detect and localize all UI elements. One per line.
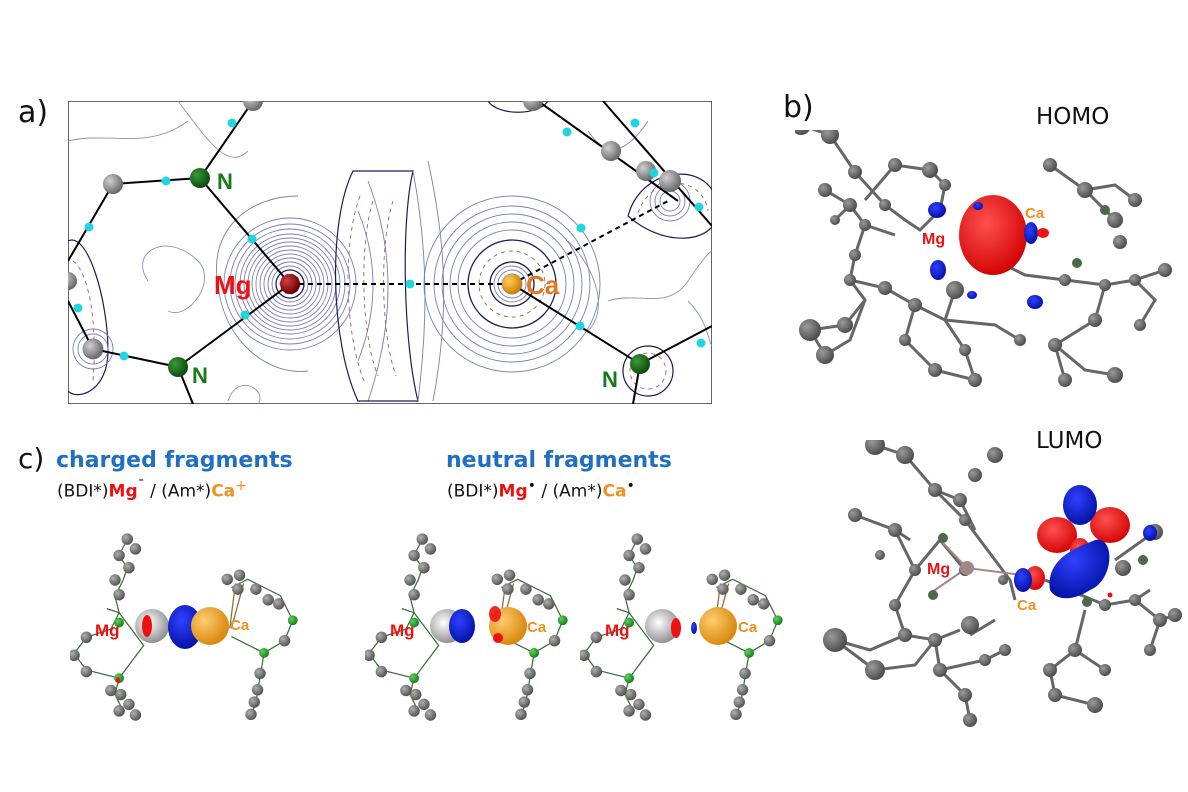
charged-fragments-formula: (BDI*)Mg¯ / (Am*)Ca+: [57, 478, 247, 502]
n-label-bottom-left: N: [192, 363, 208, 388]
homo-orbital-model: Mg Ca: [795, 130, 1172, 387]
lumo-orbital-model: Mg Ca: [823, 440, 1182, 727]
charged-formula-mg-charge: ¯: [137, 478, 145, 494]
homo-mg-label: Mg: [922, 231, 945, 248]
panel-a-label: a): [18, 95, 49, 130]
charged-formula-ca-charge: +: [235, 478, 248, 494]
neutral-formula-mg-radical: •: [527, 478, 536, 494]
neutral2-mg-atom: [645, 609, 679, 643]
charged-am-ligand: [220, 568, 299, 721]
panel-c-label: c): [18, 442, 45, 475]
neutral1-am-ligand: [490, 568, 569, 721]
charged-ca-label: Ca: [230, 617, 250, 634]
lumo-negative-lobes: [1014, 485, 1157, 599]
negative-laplacian-lobe: [347, 195, 397, 382]
homo-negative-lobes: [928, 202, 1043, 309]
charged-formula-ca: Ca: [211, 481, 236, 502]
charged-bonding-lobe: [168, 605, 202, 649]
n-atom-top: [190, 168, 210, 188]
homo-nitrogen-atoms: [1072, 205, 1110, 268]
mg-atom: [280, 274, 300, 294]
neutral2-ca-label: Ca: [738, 619, 758, 636]
lumo-tiny-lobe: [1107, 592, 1113, 598]
charged-fragments-title: charged fragments: [56, 448, 293, 473]
neutral-fragments-title: neutral fragments: [446, 448, 672, 473]
n-atom-bottom-right: [630, 354, 650, 374]
mg-label: Mg: [214, 270, 252, 300]
lumo-ca-label: Ca: [1017, 597, 1037, 614]
neutral-formula-bdi: (BDI*): [447, 481, 499, 502]
neutral-formula-am: / (Am*): [535, 481, 603, 502]
charged-formula-mg: Mg: [108, 481, 138, 502]
neutral1-ca-lobe-bottom: [493, 633, 503, 643]
homo-title: HOMO: [1036, 104, 1110, 130]
n-label-top: N: [217, 169, 233, 194]
neutral2-ca-lobe: [691, 622, 697, 634]
lumo-title: LUMO: [1036, 428, 1103, 454]
bond-critical-points: [73, 118, 706, 361]
neutral-fragments-model-1: Mg Ca: [365, 532, 569, 722]
neutral2-ca-atom: [699, 607, 737, 645]
n-atom-bottom-left: [168, 357, 188, 377]
neutral2-mg-label: Mg: [605, 621, 630, 640]
homo-small-positive-lobe: [1037, 228, 1049, 238]
neutral-fragments-model-2: Mg Ca: [580, 532, 784, 722]
neutral1-ca-lobe-top: [489, 606, 501, 622]
charged-formula-am: / (Am*): [144, 481, 212, 502]
neutral2-mg-lobe: [671, 618, 681, 638]
n-label-bottom-right: N: [602, 367, 618, 392]
lumo-nitrogen-atoms: [928, 533, 1148, 607]
neutral1-mg-label: Mg: [390, 621, 415, 640]
neutral1-mg-lobe: [449, 609, 475, 643]
lumo-mg-label: Mg: [927, 561, 950, 578]
charged-mg-label: Mg: [95, 621, 120, 640]
neutral-formula-ca-radical: •: [626, 478, 635, 494]
neutral-formula-mg: Mg: [498, 481, 528, 502]
lumo-carbon-atoms: [823, 440, 1182, 727]
dashed-bond-paths: [290, 200, 669, 285]
homo-main-lobe: [959, 195, 1027, 275]
charged-fragments-model: Mg Ca: [70, 532, 299, 722]
electron-density-contour-map: Mg Ca N N N: [68, 101, 712, 404]
charged-small-lobe: [116, 677, 120, 683]
neutral-fragments-formula: (BDI*)Mg• / (Am*)Ca•: [447, 478, 635, 502]
charged-mg-lobe: [142, 615, 152, 637]
ca-atom: [502, 274, 522, 294]
ca-label: Ca: [526, 270, 560, 300]
panel-b-label: b): [783, 90, 814, 125]
charged-formula-bdi: (BDI*): [57, 481, 109, 502]
charged-ca-atom: [191, 607, 229, 645]
neutral1-ca-label: Ca: [527, 619, 547, 636]
lumo-mg-atom: [960, 561, 974, 575]
neutral-formula-ca: Ca: [602, 481, 627, 502]
homo-ca-label: Ca: [1025, 205, 1045, 222]
homo-carbon-atoms: [795, 130, 1172, 387]
